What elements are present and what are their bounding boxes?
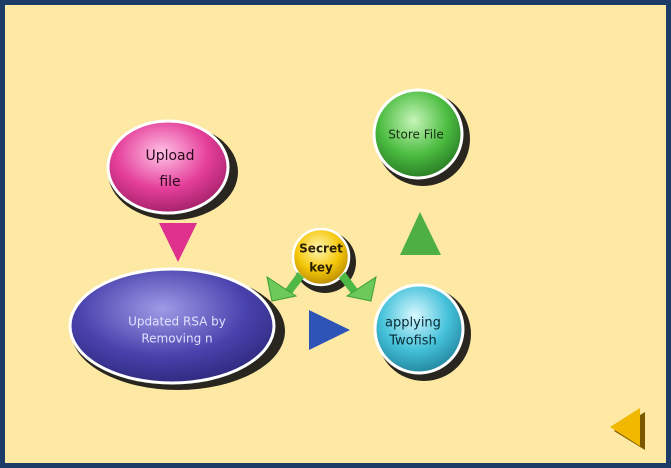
green-arrow-right-down [339,272,377,302]
store-file-node: Store File [372,88,470,186]
applying-twofish-label-2: Twofish [388,334,437,349]
pink-down-arrow [159,223,197,262]
upload-file-label-2: file [159,174,180,190]
green-up-arrow [400,212,441,255]
updated-rsa-label-2: Removing n [141,332,212,346]
secret-key-label-2: key [309,261,333,275]
updated-rsa-node: Updated RSA by Removing n [68,267,285,390]
secret-key-label-1: Secret [299,242,343,256]
applying-twofish-label-1: applying [385,316,441,331]
green-arrow-left-down [266,272,304,302]
blue-right-arrow [309,310,350,350]
applying-twofish-node: applying Twofish [373,283,471,381]
upload-file-node: Upload file [106,119,238,220]
upload-file-label-1: Upload [145,148,194,164]
store-file-label: Store File [388,128,444,142]
flow-diagram: Upload file Store File Secret key Update… [68,88,645,450]
updated-rsa-label-1: Updated RSA by [128,315,226,329]
back-arrow-icon[interactable] [610,408,645,450]
